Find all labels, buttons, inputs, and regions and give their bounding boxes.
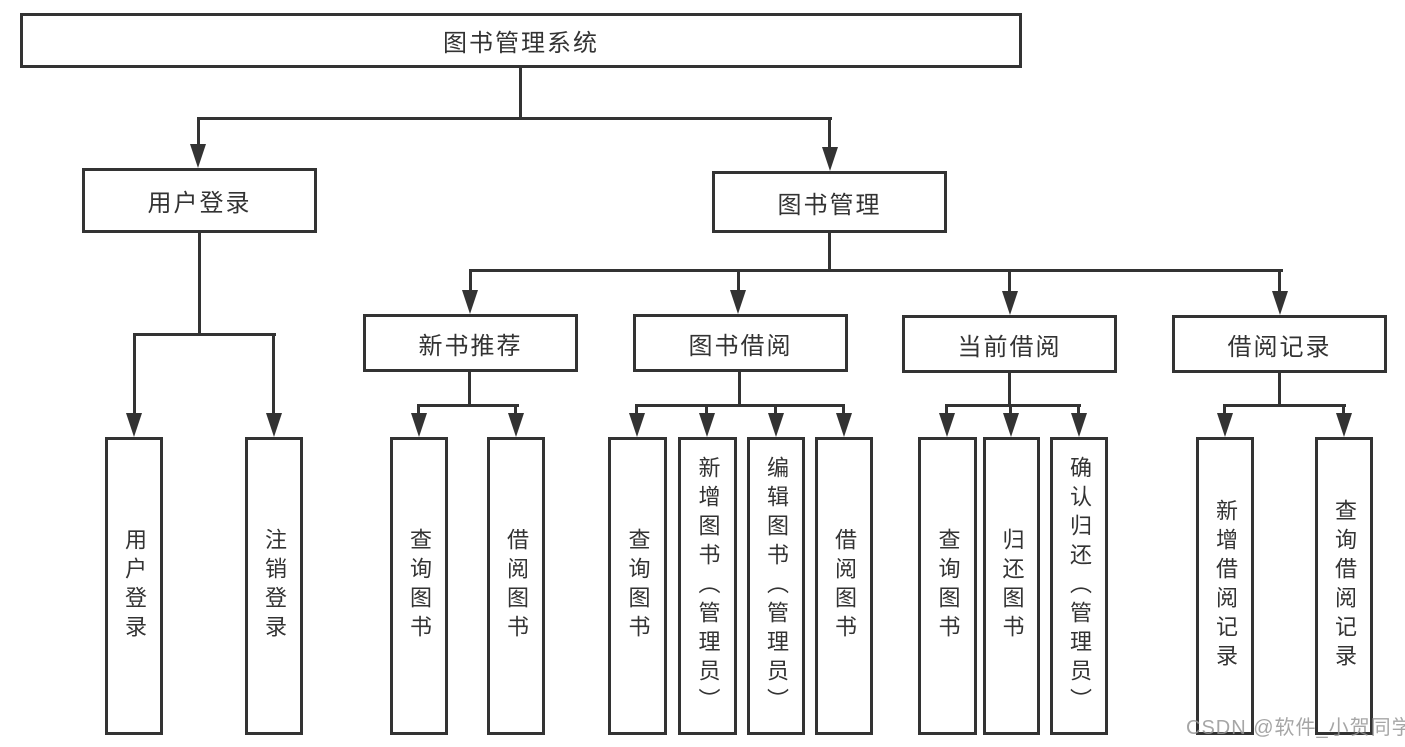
connector-drop-current-borrow — [1008, 269, 1011, 291]
leaf-add-borrow-record: 新增借阅记录 — [1196, 437, 1254, 735]
leaf-confirm-return-admin: 确认归还（管理员） — [1050, 437, 1108, 735]
leaf-query-books-current-label: 查询图书 — [935, 528, 961, 644]
node-borrow-records: 借阅记录 — [1172, 315, 1387, 373]
arrow-down — [1272, 291, 1288, 315]
node-current-borrow: 当前借阅 — [902, 315, 1117, 373]
leaf-borrow-books-recommend-label: 借阅图书 — [504, 528, 529, 644]
arrow-down — [699, 413, 715, 437]
leaf-query-books-current: 查询图书 — [918, 437, 977, 735]
connector-root-stem — [519, 68, 522, 119]
connector-drop-user-login — [197, 117, 200, 144]
connector-borrowrecords-rail — [1223, 404, 1346, 407]
leaf-query-books-borrow-label: 查询图书 — [625, 528, 651, 644]
connector-drop — [635, 404, 638, 413]
leaf-query-books-recommend-label: 查询图书 — [407, 528, 432, 644]
leaf-return-books-label: 归还图书 — [999, 528, 1025, 644]
leaf-user-login: 用户登录 — [105, 437, 163, 735]
node-book-management-label: 图书管理 — [777, 191, 882, 219]
connector-currentborrow-stem — [1008, 373, 1011, 407]
arrow-down — [266, 413, 282, 437]
connector-drop — [774, 404, 777, 413]
connector-userlogin-stem — [198, 233, 201, 336]
leaf-user-login-label: 用户登录 — [122, 528, 147, 644]
connector-drop — [1223, 404, 1226, 413]
connector-newbooks-stem — [468, 372, 471, 407]
node-library-system-label: 图书管理系统 — [443, 30, 599, 57]
connector-bookmgmt-rail — [469, 269, 1283, 272]
arrow-down — [1003, 413, 1019, 437]
csdn-watermark: CSDN @软件_小贺同学 — [1186, 717, 1405, 739]
node-library-system: 图书管理系统 — [20, 13, 1022, 68]
arrow-down — [836, 413, 852, 437]
node-new-book-recommend: 新书推荐 — [363, 314, 578, 372]
arrow-down — [462, 290, 478, 314]
connector-newbooks-rail — [417, 404, 519, 407]
arrow-down — [1217, 413, 1233, 437]
connector-drop — [1009, 404, 1012, 413]
connector-drop — [1077, 404, 1080, 413]
arrow-down — [939, 413, 955, 437]
node-new-book-recommend-label: 新书推荐 — [418, 332, 523, 360]
node-book-borrow-label: 图书借阅 — [688, 332, 793, 360]
connector-bookborrow-rail — [635, 404, 845, 407]
leaf-query-books-borrow: 查询图书 — [608, 437, 667, 735]
node-current-borrow-label: 当前借阅 — [957, 333, 1062, 361]
arrow-down — [1336, 413, 1352, 437]
arrow-down — [508, 413, 524, 437]
arrow-down — [1002, 291, 1018, 315]
node-user-login: 用户登录 — [82, 168, 317, 233]
arrow-down — [822, 147, 838, 171]
node-book-management: 图书管理 — [712, 171, 947, 233]
leaf-borrow-books: 借阅图书 — [815, 437, 873, 735]
connector-drop-new-books — [469, 269, 472, 290]
connector-drop-book-borrow — [737, 269, 740, 290]
connector-drop-borrow-records — [1278, 269, 1281, 291]
leaf-confirm-return-admin-label: 确认归还（管理员） — [1067, 455, 1092, 717]
leaf-borrow-books-label: 借阅图书 — [832, 528, 857, 644]
leaf-add-books-admin-label: 新增图书（管理员） — [695, 455, 721, 717]
leaf-query-books-recommend: 查询图书 — [390, 437, 448, 735]
arrow-down — [629, 413, 645, 437]
leaf-return-books: 归还图书 — [983, 437, 1040, 735]
connector-drop — [514, 404, 517, 413]
connector-drop-leaf-login — [133, 333, 136, 413]
leaf-logout-label: 注销登录 — [262, 528, 287, 644]
leaf-logout: 注销登录 — [245, 437, 303, 735]
connector-userlogin-rail — [133, 333, 276, 336]
arrow-down — [411, 413, 427, 437]
leaf-query-borrow-record: 查询借阅记录 — [1315, 437, 1373, 735]
connector-bookmgmt-stem — [828, 233, 831, 272]
connector-bookborrow-stem — [738, 372, 741, 407]
connector-root-rail — [197, 117, 832, 120]
node-book-borrow: 图书借阅 — [633, 314, 848, 372]
node-borrow-records-label: 借阅记录 — [1227, 333, 1332, 361]
leaf-borrow-books-recommend: 借阅图书 — [487, 437, 545, 735]
connector-drop — [842, 404, 845, 413]
arrow-down — [730, 290, 746, 314]
leaf-edit-books-admin-label: 编辑图书（管理员） — [764, 455, 789, 717]
arrow-down — [1071, 413, 1087, 437]
connector-drop — [1342, 404, 1345, 413]
arrow-down — [768, 413, 784, 437]
leaf-query-borrow-record-label: 查询借阅记录 — [1332, 499, 1357, 673]
leaf-add-books-admin: 新增图书（管理员） — [678, 437, 737, 735]
arrow-down — [126, 413, 142, 437]
connector-drop-book-mgmt — [828, 117, 831, 147]
arrow-down — [190, 144, 206, 168]
leaf-edit-books-admin: 编辑图书（管理员） — [747, 437, 805, 735]
connector-drop-leaf-logout — [272, 333, 275, 413]
connector-drop — [705, 404, 708, 413]
connector-currentborrow-rail — [945, 404, 1081, 407]
node-user-login-label: 用户登录 — [147, 190, 252, 217]
connector-drop — [417, 404, 420, 413]
connector-borrowrecords-stem — [1278, 373, 1281, 407]
leaf-add-borrow-record-label: 新增借阅记录 — [1213, 499, 1238, 673]
connector-drop — [945, 404, 948, 413]
